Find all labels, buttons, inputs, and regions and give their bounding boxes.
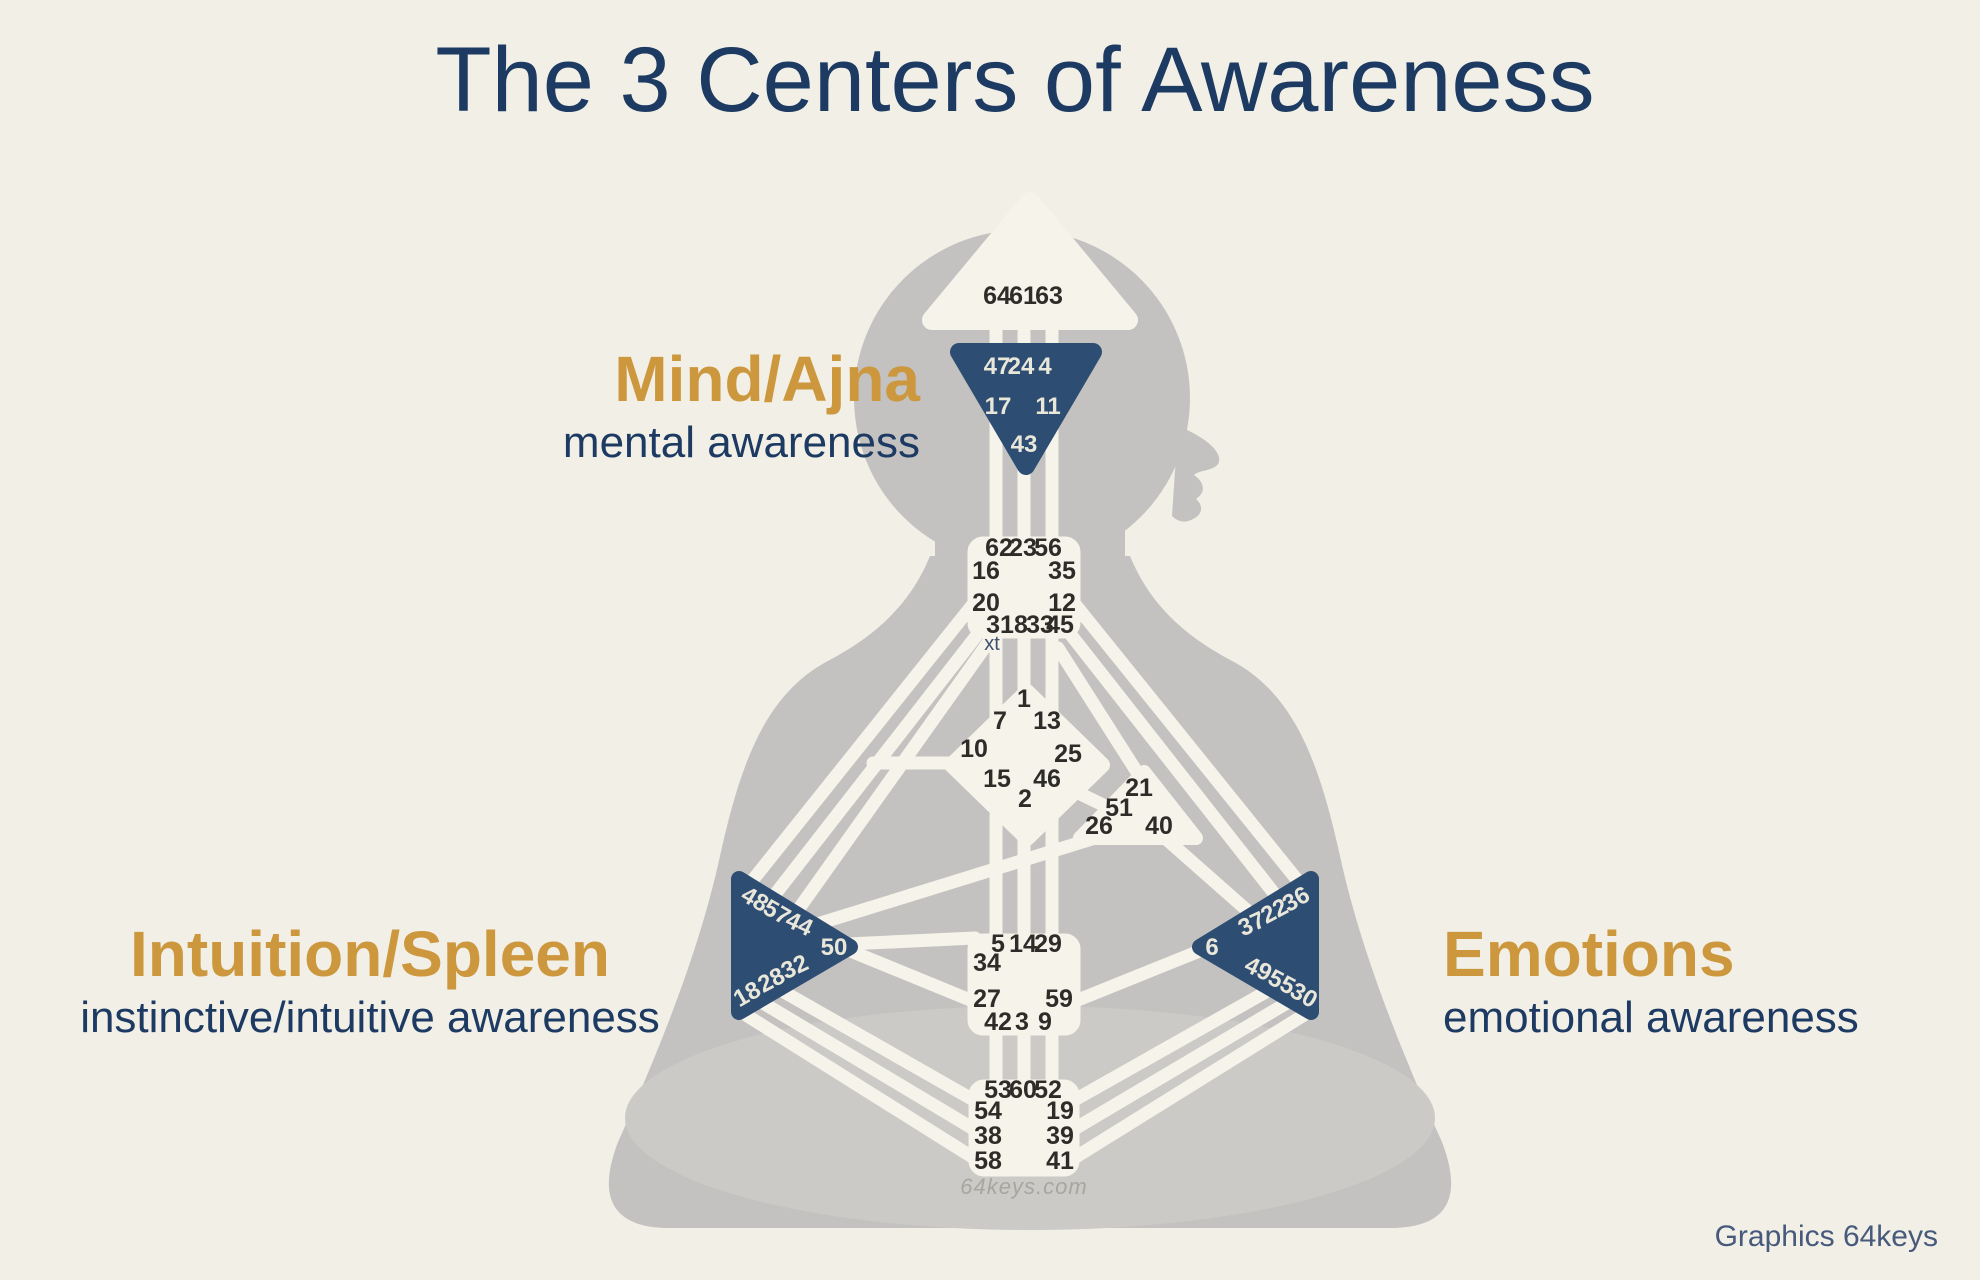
- gate-31: 31: [986, 611, 1014, 639]
- sacral-center-shape: [967, 933, 1081, 1036]
- gate-2: 2: [1018, 785, 1032, 813]
- head-center-shape: [922, 192, 1138, 330]
- gate-43: 43: [1011, 431, 1038, 458]
- channel: [841, 931, 982, 951]
- gate-39: 39: [1046, 1122, 1074, 1150]
- gate-41: 41: [1046, 1147, 1074, 1175]
- channel: [1063, 591, 1309, 893]
- gate-26: 26: [1085, 812, 1113, 840]
- annotation-mind-title: Mind/Ajna: [614, 343, 920, 415]
- gate-50: 50: [821, 934, 848, 961]
- gate-23: 23: [1009, 534, 1037, 562]
- gate-17: 17: [985, 393, 1012, 420]
- g-center-shape: [944, 684, 1110, 846]
- annotation-intuition-subtitle: instinctive/intuitive awareness: [80, 993, 660, 1043]
- channel: [1064, 993, 1299, 1138]
- channel: [1057, 619, 1291, 913]
- channel: [1064, 1008, 1311, 1167]
- annotation-intuition-title: Intuition/Spleen: [130, 918, 610, 990]
- gate-59: 59: [1045, 985, 1073, 1013]
- gate-12: 12: [1048, 589, 1076, 617]
- gate-6: 6: [1205, 934, 1218, 961]
- page-title: The 3 Centers of Awareness: [435, 29, 1595, 131]
- gate-35: 35: [1048, 557, 1076, 585]
- spleen-center-shape: [731, 871, 858, 1020]
- gate-63: 63: [1035, 282, 1063, 310]
- gate-8: 8: [1014, 611, 1028, 639]
- ajna-center-shape: [950, 343, 1102, 475]
- gate-61: 61: [1009, 282, 1037, 310]
- gate-1: 1: [1017, 685, 1031, 713]
- annotation-mind-subtitle: mental awareness: [562, 418, 920, 468]
- gate-52: 52: [1034, 1076, 1062, 1104]
- gate-40: 40: [1145, 812, 1173, 840]
- heart-center-shape: [1073, 765, 1203, 845]
- gate-45: 45: [1046, 611, 1074, 639]
- face-profile-nose: [1172, 426, 1220, 522]
- throat-center-shape: [967, 536, 1081, 639]
- gate-56: 56: [1034, 534, 1062, 562]
- gate-47: 47: [984, 353, 1011, 380]
- gate-7: 7: [993, 707, 1007, 735]
- gate-29: 29: [1034, 930, 1062, 958]
- gate-13: 13: [1033, 707, 1061, 735]
- channel: [1064, 977, 1287, 1109]
- gate-38: 38: [974, 1122, 1002, 1150]
- gate-24: 24: [1008, 353, 1035, 380]
- gate-46: 46: [1033, 765, 1061, 793]
- gate-19: 19: [1046, 1097, 1074, 1125]
- gate-42: 42: [984, 1008, 1012, 1036]
- gate-15: 15: [983, 765, 1011, 793]
- channel: [791, 831, 1102, 937]
- channel: [751, 993, 984, 1138]
- gate-4: 4: [1038, 353, 1052, 380]
- channel: [781, 633, 997, 931]
- gate-11: 11: [1035, 393, 1060, 420]
- gate-34: 34: [973, 949, 1001, 977]
- gate-64: 64: [983, 282, 1011, 310]
- channel: [739, 1008, 984, 1167]
- gate-27: 27: [973, 985, 1001, 1013]
- gate-14: 14: [1009, 930, 1037, 958]
- channel: [1051, 641, 1149, 787]
- annotation-intuition: Intuition/Spleen instinctive/intuitive a…: [80, 918, 660, 1044]
- annotation-emotions-subtitle: emotional awareness: [1443, 993, 1859, 1043]
- gate-54: 54: [974, 1097, 1002, 1125]
- solar-plexus-center-shape: [1192, 871, 1319, 1020]
- stray-text-artifact: xt: [984, 633, 1000, 655]
- gate-60: 60: [1009, 1076, 1037, 1104]
- gate-9: 9: [1038, 1008, 1052, 1036]
- annotation-emotions: Emotions emotional awareness: [1443, 918, 1859, 1044]
- gate-62: 62: [985, 534, 1013, 562]
- gate-25: 25: [1054, 740, 1082, 768]
- gate-53: 53: [984, 1076, 1012, 1104]
- root-center-shape: [968, 1079, 1080, 1177]
- centers: [731, 192, 1319, 1177]
- channel: [763, 977, 984, 1109]
- gate-20: 20: [972, 589, 1000, 617]
- annotation-mind: Mind/Ajna mental awareness: [562, 343, 920, 469]
- channel: [841, 943, 982, 1009]
- channels: [739, 308, 1311, 1167]
- annotation-emotions-title: Emotions: [1443, 918, 1735, 990]
- graphics-credit: Graphics 64keys: [1714, 1220, 1938, 1253]
- channel: [741, 591, 985, 893]
- gate-3: 3: [1015, 1008, 1029, 1036]
- gate-33: 33: [1026, 611, 1054, 639]
- channel: [1066, 943, 1209, 1009]
- gate-21: 21: [1125, 774, 1153, 802]
- watermark: 64keys.com: [960, 1174, 1087, 1199]
- gate-16: 16: [972, 557, 1000, 585]
- channel: [1158, 831, 1265, 927]
- gate-10: 10: [960, 735, 988, 763]
- gate-5: 5: [991, 930, 1005, 958]
- gate-58: 58: [974, 1147, 1002, 1175]
- gate-51: 51: [1105, 794, 1133, 822]
